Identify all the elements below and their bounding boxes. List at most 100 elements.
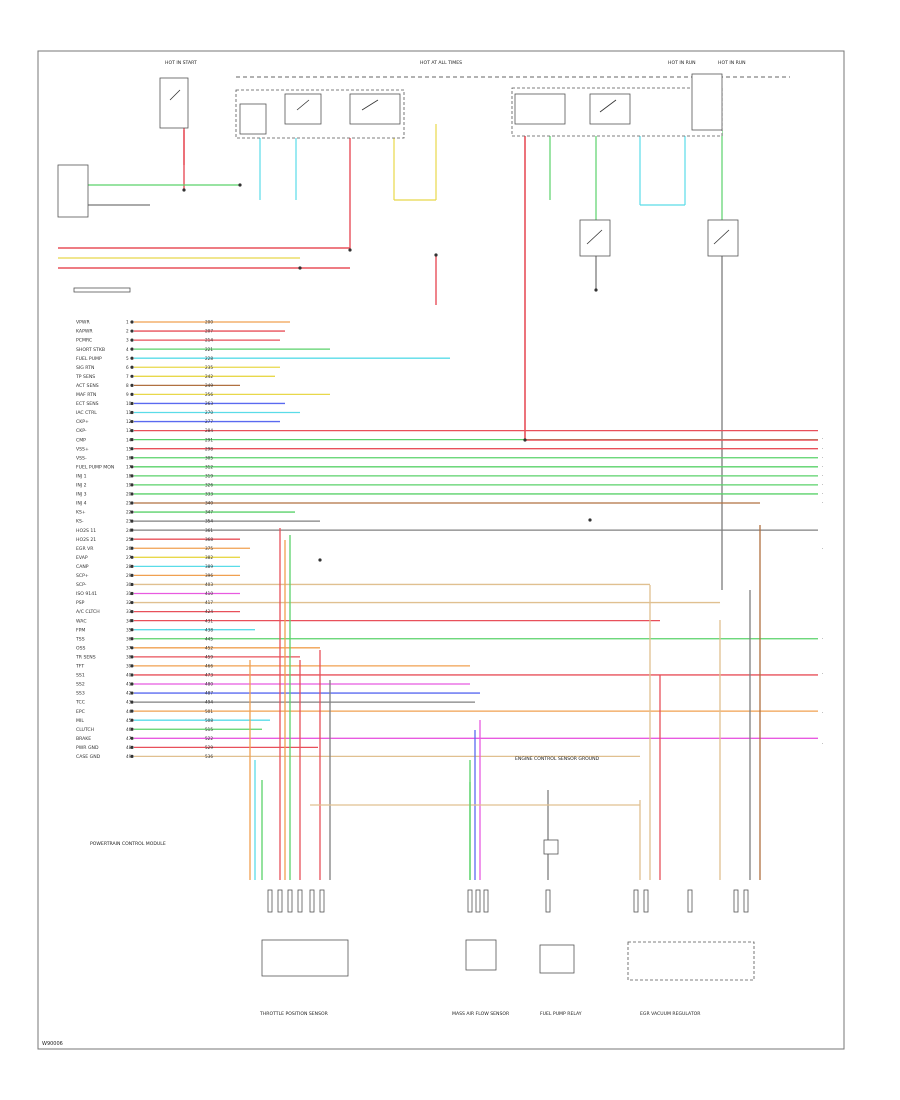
connector-pin bbox=[633, 889, 639, 913]
mass-air-label: MASS AIR FLOW SENSOR bbox=[452, 1011, 510, 1017]
pcm-pin-label: SHORT STKB bbox=[76, 347, 105, 353]
pcm-pin-terminal bbox=[130, 338, 134, 342]
connector-pin bbox=[643, 889, 649, 913]
pcm-circuit-number: 256 bbox=[205, 392, 213, 397]
pcm-pin-terminal bbox=[130, 510, 134, 514]
fuse-right bbox=[691, 73, 723, 131]
inertia-switch-box bbox=[579, 219, 611, 257]
pcm-pin-label: VPWR bbox=[76, 320, 90, 326]
pcm-pin-number: 2 bbox=[126, 329, 129, 334]
pcm-circuit-number: 459 bbox=[205, 654, 213, 659]
pcm-circuit-number: 536 bbox=[205, 754, 213, 759]
pcm-pin-label: CANP bbox=[76, 564, 89, 570]
pcm-pin-number: 8 bbox=[126, 383, 129, 388]
pcm-pin-label: FUEL PUMP MON bbox=[76, 464, 114, 470]
pcm-pin-number: 4 bbox=[126, 347, 129, 352]
fuel-pump-label: FUEL PUMP RELAY bbox=[540, 1011, 582, 1017]
fuel-pump-relay bbox=[539, 944, 575, 974]
pcm-circuit-number: 382 bbox=[205, 555, 213, 560]
pcm-pin-label: A/C CLTCH bbox=[76, 609, 100, 615]
pcm-pin-number: 26 bbox=[126, 546, 132, 551]
pcm-pin-number: 42 bbox=[126, 691, 132, 696]
pcm-pin-terminal bbox=[130, 528, 134, 532]
engine-relay-box bbox=[707, 219, 739, 257]
pcm-pin-label: MAF RTN bbox=[76, 392, 96, 398]
switch-contact bbox=[586, 229, 603, 245]
pcm-pin-number: 39 bbox=[126, 664, 132, 669]
pcm-pin-terminal bbox=[130, 619, 134, 623]
pcm-pin-label: BRAKE bbox=[76, 736, 91, 742]
pcm-pin-number: 49 bbox=[126, 754, 132, 759]
relay-box-3 bbox=[514, 93, 566, 125]
pcm-circuit-number: 473 bbox=[205, 673, 213, 678]
pcm-pin-terminal bbox=[130, 410, 134, 415]
pcm-circuit-number: 529 bbox=[205, 745, 213, 750]
pcm-pin-label: EVAP bbox=[76, 555, 88, 561]
pcm-pin-number: 44 bbox=[126, 709, 132, 714]
right-edge-terminal: · bbox=[822, 547, 823, 552]
pcm-pin-terminal bbox=[130, 745, 134, 749]
pcm-pin-number: 28 bbox=[126, 564, 132, 569]
pcm-pin-terminal bbox=[130, 383, 134, 387]
pcm-pin-terminal bbox=[130, 438, 134, 442]
pcm-circuit-number: 431 bbox=[205, 618, 213, 623]
pcm-circuit-number: 347 bbox=[205, 510, 213, 515]
pcm-pin-terminal bbox=[130, 718, 134, 722]
pcm-pin-terminal bbox=[130, 673, 134, 677]
pcm-circuit-number: 480 bbox=[205, 682, 213, 687]
pcm-pin-terminal bbox=[130, 483, 134, 487]
pcm-pin-label: PSP bbox=[76, 600, 85, 606]
pcm-pin-label: MIL bbox=[76, 718, 84, 724]
pcm-circuit-number: 228 bbox=[205, 356, 213, 361]
pcm-pin-label: HO2S 21 bbox=[76, 537, 96, 543]
pcm-pin-terminal bbox=[130, 401, 134, 406]
pcm-pin-number: 43 bbox=[126, 700, 132, 705]
pcm-pin-label: HO2S 11 bbox=[76, 528, 96, 534]
pcm-circuit-number: 249 bbox=[205, 383, 213, 388]
pcm-pin-number: 45 bbox=[126, 718, 132, 723]
right-edge-terminal: · bbox=[822, 637, 823, 642]
pcm-pin-number: 38 bbox=[126, 654, 132, 659]
pcm-circuit-number: 214 bbox=[205, 338, 213, 343]
connector-pin bbox=[309, 889, 315, 913]
connector-pin bbox=[687, 889, 693, 913]
component-layer bbox=[57, 73, 755, 981]
top-label-hot-in-run-2: HOT IN RUN bbox=[718, 60, 746, 66]
top-label-hot-at-all-times: HOT AT ALL TIMES bbox=[420, 60, 462, 66]
pcm-pin-number: 6 bbox=[126, 365, 129, 370]
pcm-pin-number: 36 bbox=[126, 636, 132, 641]
pcm-pin-terminal bbox=[130, 501, 134, 505]
pcm-pin-number: 41 bbox=[126, 682, 132, 687]
connector-pin bbox=[743, 889, 749, 913]
pcm-pin-terminal bbox=[130, 664, 134, 668]
pcm-pin-terminal bbox=[130, 474, 134, 478]
pcm-pin-number: 18 bbox=[126, 473, 132, 478]
sensor-box-left bbox=[57, 164, 89, 218]
pcm-pin-label: KS- bbox=[76, 519, 84, 525]
pcm-pin-terminal bbox=[130, 465, 134, 469]
pcm-circuit-number: 438 bbox=[205, 627, 213, 632]
pcm-pin-terminal bbox=[130, 356, 134, 360]
connector-pin bbox=[545, 889, 551, 913]
pcm-circuit-number: 284 bbox=[205, 428, 213, 433]
switch-contact bbox=[169, 89, 181, 101]
pcm-pin-label: SCP- bbox=[76, 582, 87, 588]
pcm-circuit-number: 270 bbox=[205, 410, 213, 415]
relay-contact bbox=[599, 99, 617, 113]
pcm-pin-terminal bbox=[130, 591, 134, 596]
pcm-header-bar bbox=[73, 287, 131, 293]
pcm-pin-label: TP SENS bbox=[75, 374, 95, 380]
pcm-pin-label: CKP- bbox=[76, 428, 87, 434]
pcm-circuit-number: 452 bbox=[205, 645, 213, 650]
pcm-pin-number: 34 bbox=[126, 618, 132, 623]
pcm-pin-label: KAPWR bbox=[76, 329, 93, 335]
pcm-circuit-number: 417 bbox=[205, 600, 213, 605]
pcm-pin-terminal bbox=[130, 637, 134, 641]
pcm-circuit-number: 200 bbox=[205, 320, 213, 325]
pcm-pin-terminal bbox=[130, 419, 134, 424]
pcm-circuit-number: 508 bbox=[205, 718, 213, 723]
pcm-circuit-number: 466 bbox=[205, 664, 213, 669]
pcm-pin-label: TFT bbox=[75, 664, 84, 670]
connector-pin bbox=[297, 889, 303, 913]
